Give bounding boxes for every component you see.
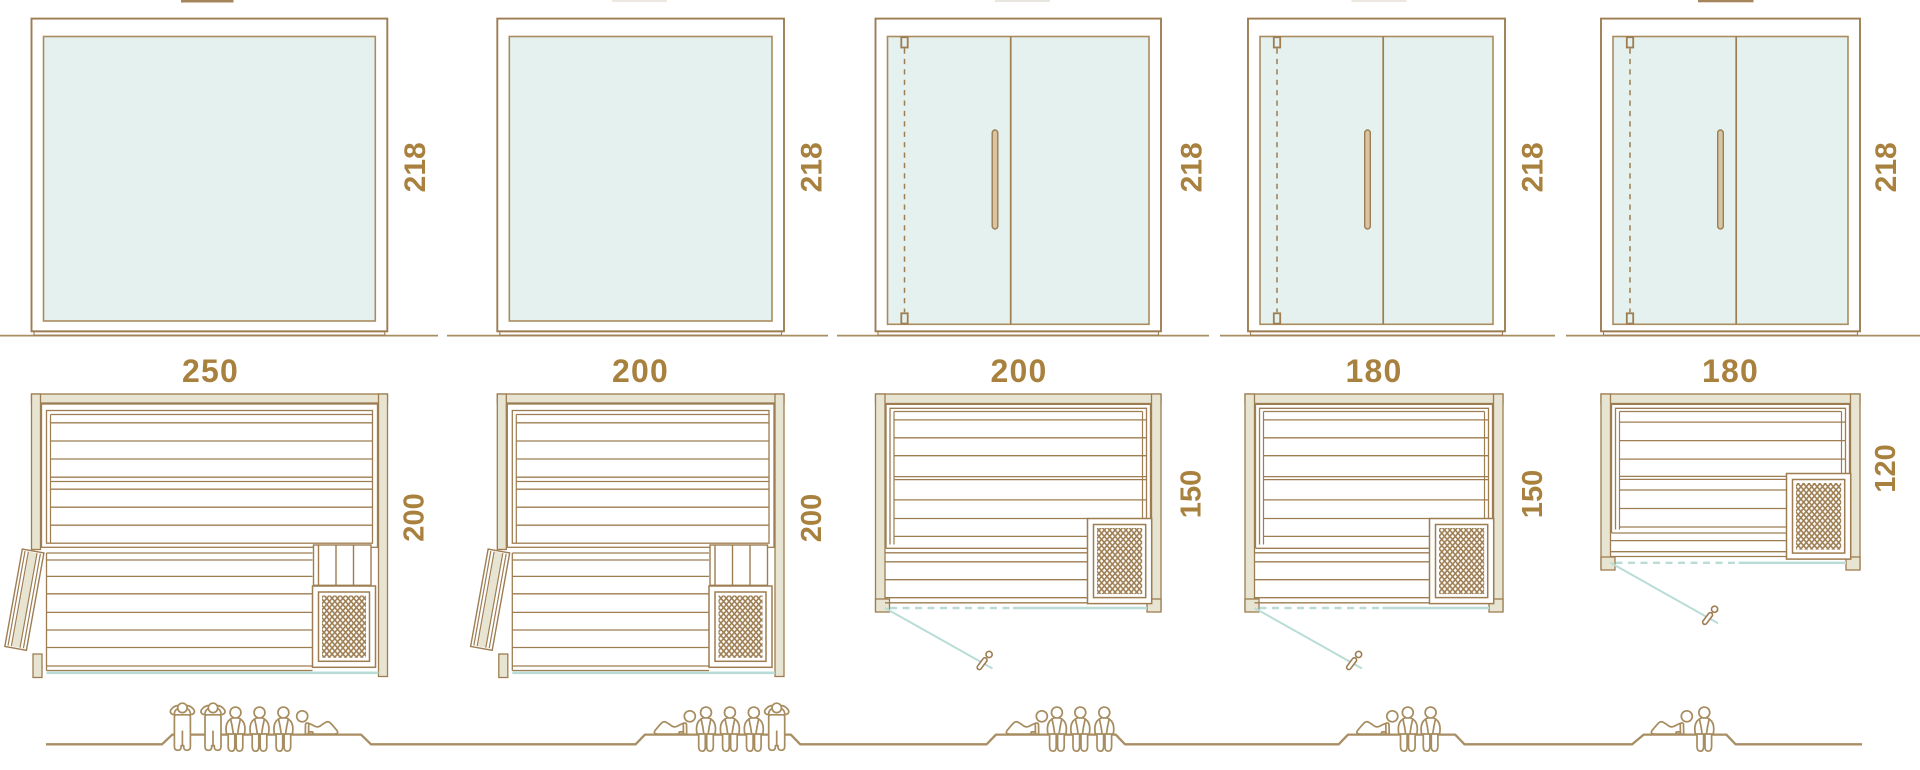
svg-text:218: 218 — [1517, 142, 1550, 192]
svg-text:150: 150 — [1517, 470, 1549, 518]
svg-text:200: 200 — [796, 494, 828, 542]
svg-text:218: 218 — [1176, 142, 1209, 192]
svg-text:180: 180 — [1346, 353, 1403, 389]
svg-text:120: 120 — [1870, 444, 1902, 492]
svg-text:180: 180 — [1702, 353, 1759, 389]
svg-text:250: 250 — [182, 353, 239, 389]
svg-text:218: 218 — [796, 142, 829, 192]
svg-text:218: 218 — [399, 142, 432, 192]
svg-text:200: 200 — [612, 353, 669, 389]
svg-text:150: 150 — [1176, 470, 1208, 518]
svg-text:200: 200 — [991, 353, 1048, 389]
svg-text:200: 200 — [399, 493, 431, 541]
svg-text:218: 218 — [1870, 142, 1903, 192]
